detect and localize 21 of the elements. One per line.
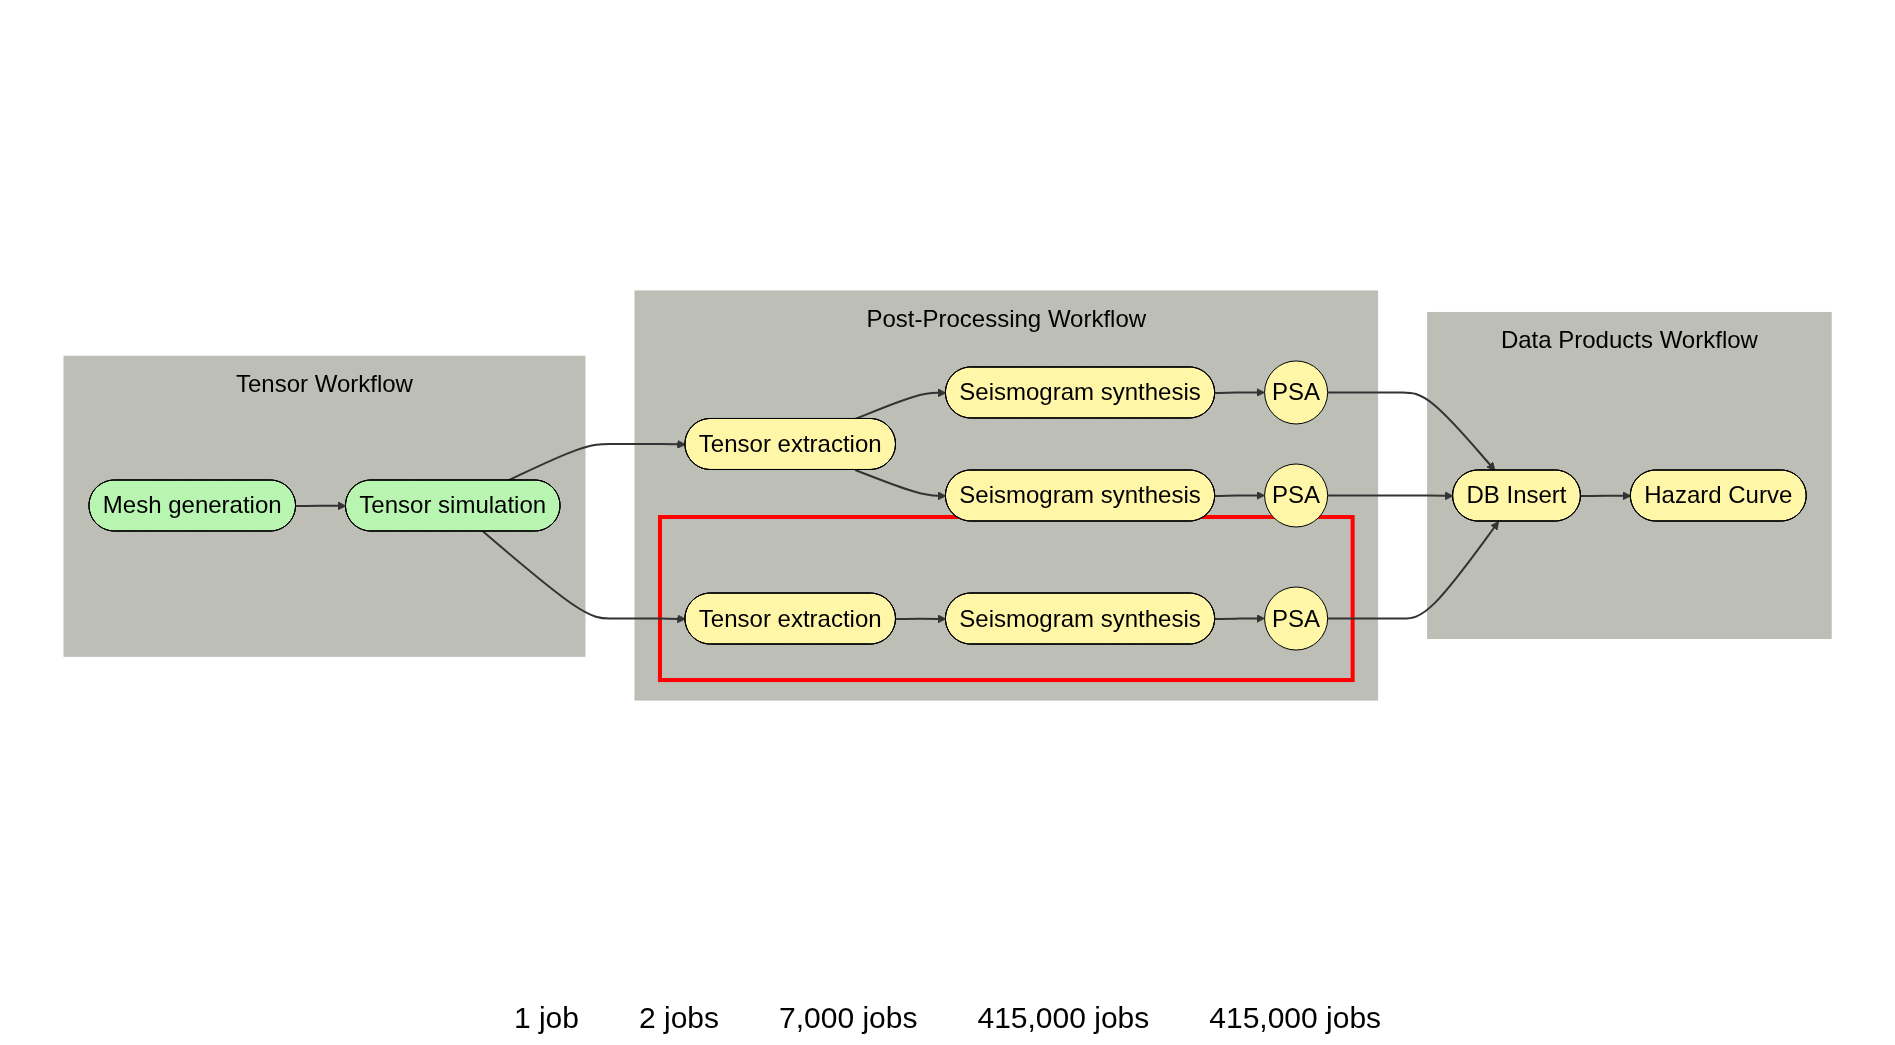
job-count: 415,000 jobs	[1209, 1001, 1382, 1035]
job-count: 2 jobs	[638, 1001, 719, 1035]
job-count: 415,000 jobs	[977, 1001, 1150, 1035]
arrow	[854, 388, 947, 420]
node-circle: PSA	[1264, 586, 1329, 651]
node-circle: PSA	[1264, 463, 1329, 528]
arrow	[1214, 491, 1265, 500]
cluster	[657, 515, 1355, 683]
job-count: 1 job	[513, 1001, 579, 1035]
arrow	[854, 469, 947, 501]
arrow	[1326, 521, 1499, 620]
node-circle: PSA	[1264, 360, 1329, 425]
arrow	[1214, 614, 1265, 623]
arrow	[294, 501, 347, 511]
arrow	[482, 530, 686, 624]
arrow	[1326, 491, 1454, 501]
arrow	[1326, 391, 1496, 471]
job-count: 7,000 jobs	[779, 1001, 918, 1035]
arrow	[1214, 388, 1265, 397]
arrow	[1579, 491, 1632, 501]
arrow	[894, 614, 947, 624]
